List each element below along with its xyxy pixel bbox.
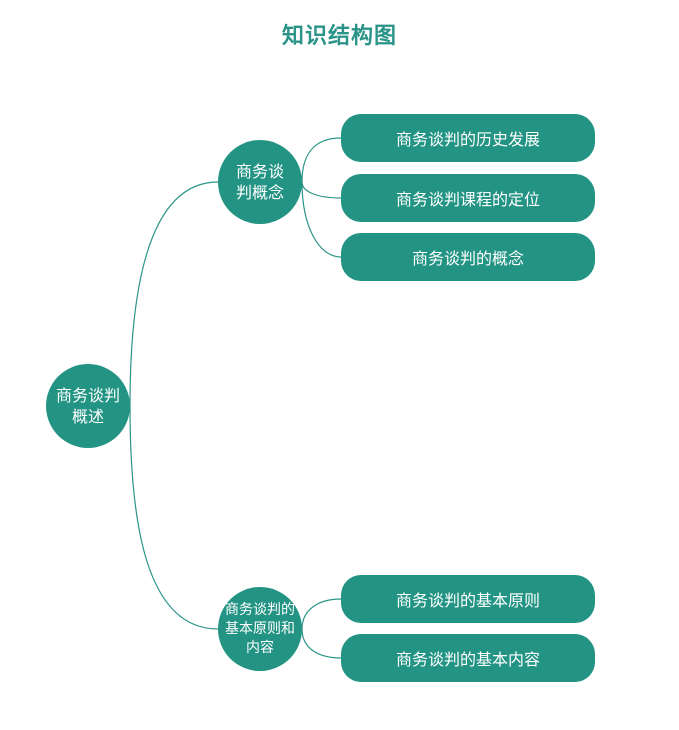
connector-branch2-leaf2 <box>301 628 342 659</box>
branch-node-concept: 商务谈判概念 <box>218 140 302 224</box>
leaf-node-basic-principles: 商务谈判的基本原则 <box>341 575 595 623</box>
branch-node-label: 商务谈判的基本原则和内容 <box>225 601 295 656</box>
leaf-node-concept: 商务谈判的概念 <box>341 233 595 281</box>
leaf-node-label: 商务谈判课程的定位 <box>395 190 540 209</box>
leaf-node-basic-content: 商务谈判的基本内容 <box>341 634 595 682</box>
root-node-label: 商务谈判概述 <box>56 386 121 426</box>
leaf-node-label: 商务谈判的概念 <box>411 249 524 268</box>
root-node: 商务谈判概述 <box>46 364 130 448</box>
connector-branch2-leaf1 <box>301 598 342 630</box>
leaf-node-course-position: 商务谈判课程的定位 <box>341 174 595 222</box>
leaf-node-label: 商务谈判的基本原则 <box>395 591 540 610</box>
branch-node-principles-content: 商务谈判的基本原则和内容 <box>218 587 302 671</box>
diagram-title: 知识结构图 <box>281 24 397 49</box>
connector-root-branch1 <box>129 181 219 407</box>
connector-root-branch2 <box>129 405 219 630</box>
leaf-node-history: 商务谈判的历史发展 <box>341 114 595 162</box>
branch-node-label: 商务谈判概念 <box>235 162 284 202</box>
connector-branch1-leaf3 <box>301 181 342 258</box>
leaf-node-label: 商务谈判的历史发展 <box>395 130 540 149</box>
connector-branch1-leaf1 <box>301 137 342 183</box>
leaf-node-label: 商务谈判的基本内容 <box>395 650 540 669</box>
connector-branch1-leaf2 <box>301 181 342 199</box>
